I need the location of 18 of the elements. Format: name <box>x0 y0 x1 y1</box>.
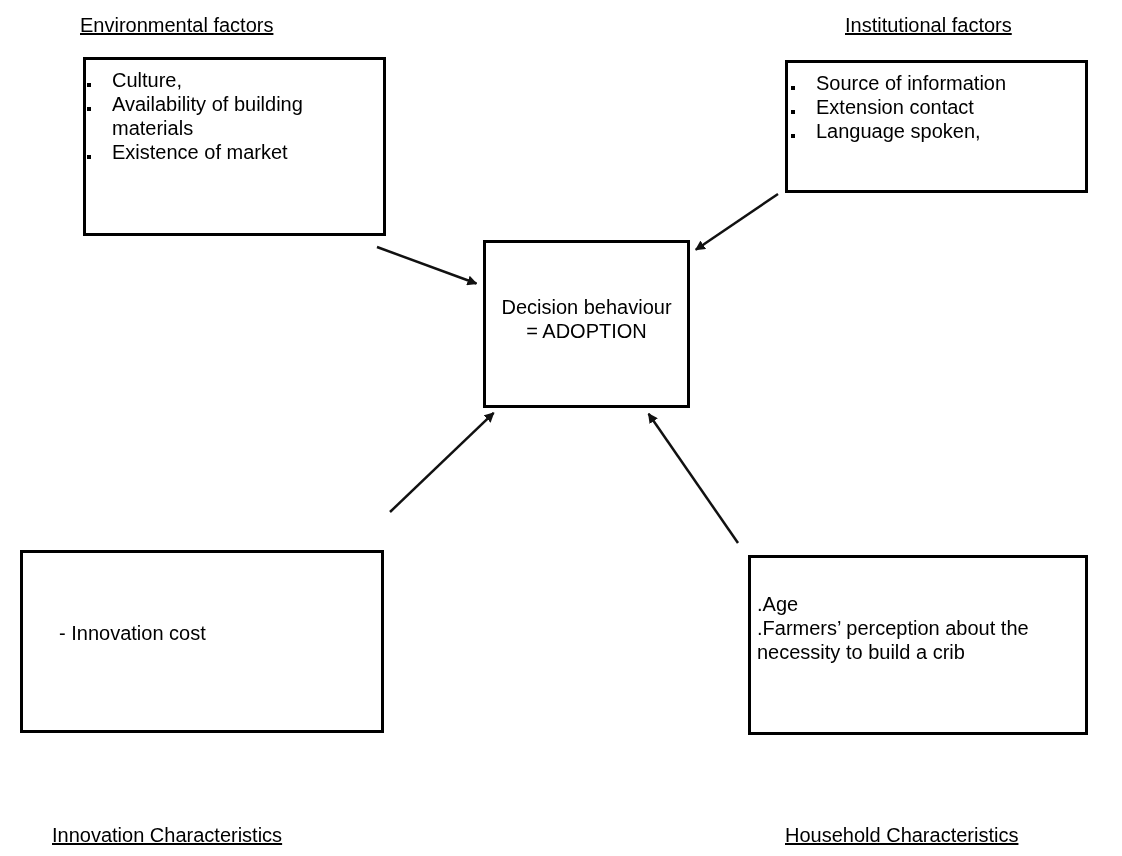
arrow <box>647 412 740 544</box>
arrow <box>694 192 779 251</box>
factor-text: Language spoken, <box>816 119 982 143</box>
factor-text: Culture, <box>112 68 184 92</box>
heading-text: Household Characteristics <box>785 823 1019 848</box>
factor-text: Decision behaviour = ADOPTION <box>500 295 673 343</box>
factor-text: Source of information <box>816 71 1008 95</box>
factor-text: Availability of building materials <box>112 92 304 140</box>
factor-text: - Innovation cost <box>59 621 207 645</box>
factor-text: Existence of market <box>112 140 289 164</box>
arrow <box>376 245 478 286</box>
heading-text: Environmental factors <box>80 13 274 38</box>
arrow <box>389 411 495 513</box>
factor-text: Extension contact <box>816 95 975 119</box>
heading-text: Institutional factors <box>845 13 1012 38</box>
factor-text: .Age <box>757 592 800 616</box>
heading-text: Innovation Characteristics <box>52 823 283 848</box>
factor-text: .Farmers’ perception about the necessity to build a crib <box>757 616 1030 664</box>
